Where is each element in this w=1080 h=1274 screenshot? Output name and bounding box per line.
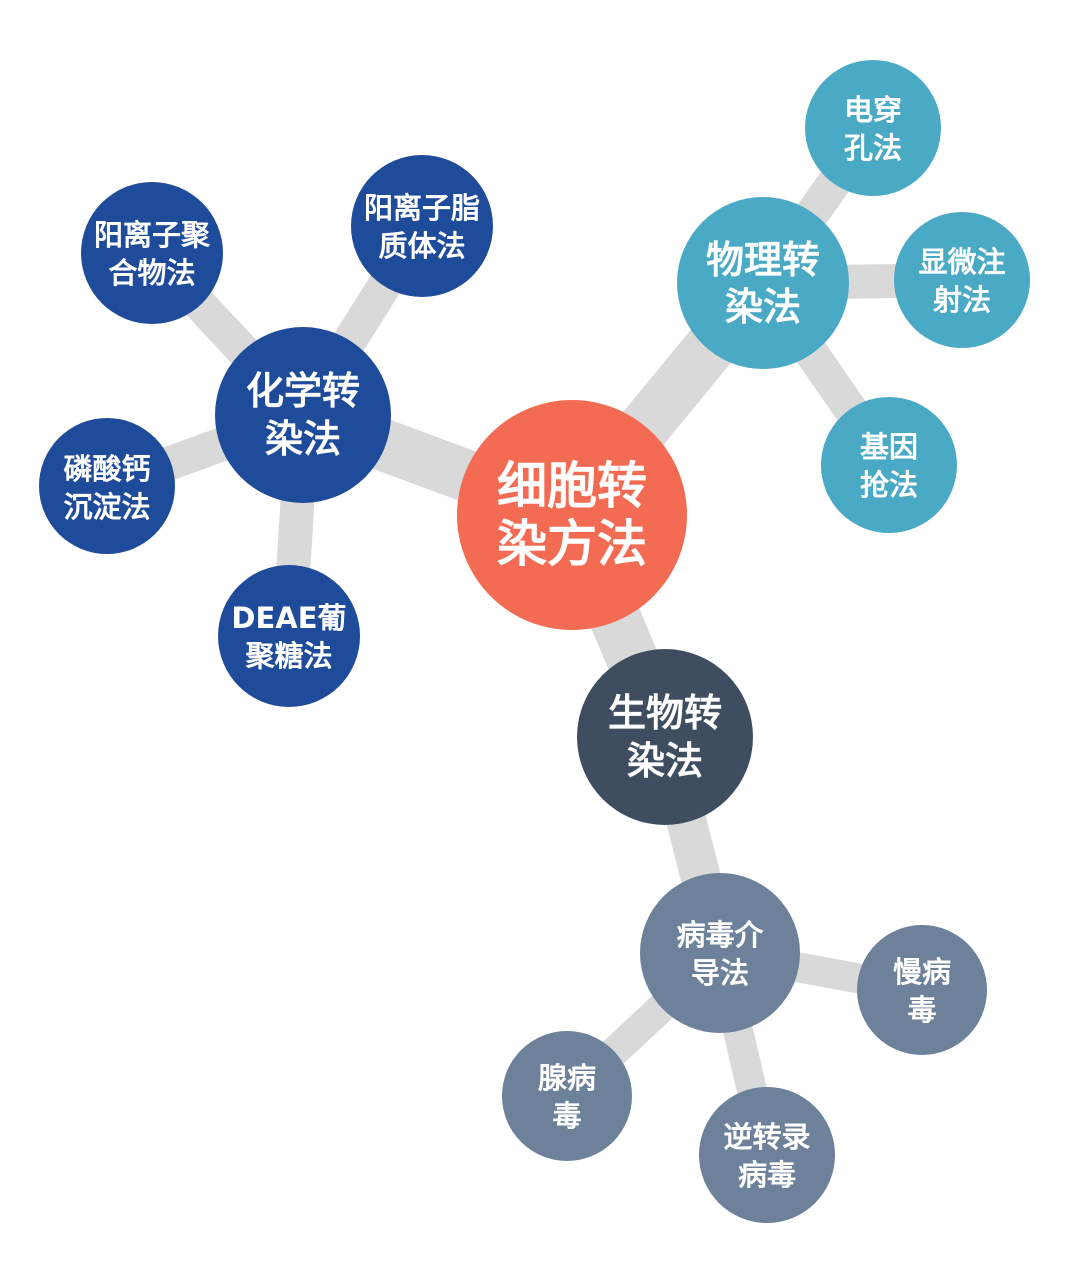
node-biological-main: 生物转 染法 bbox=[577, 649, 753, 825]
node-chemical-main-label-2: 染法 bbox=[265, 417, 341, 461]
node-deae-dextran-label-2: 聚糖法 bbox=[244, 639, 332, 673]
node-biological-main-label-2: 染法 bbox=[627, 739, 703, 783]
node-gene-gun-circle bbox=[821, 397, 957, 533]
node-cationic-liposome-label-2: 质体法 bbox=[378, 229, 465, 263]
node-cationic-liposome-label-1: 阳离子脂 bbox=[364, 191, 480, 225]
node-biological-main-label-1: 生物转 bbox=[608, 691, 722, 735]
node-viral-mediated-circle bbox=[640, 873, 800, 1033]
node-electroporation-label-2: 孔法 bbox=[844, 131, 902, 165]
node-viral-mediated: 病毒介 导法 bbox=[640, 873, 800, 1033]
node-calcium-phosphate: 磷酸钙 沉淀法 bbox=[39, 418, 175, 554]
node-gene-gun-label-2: 抢法 bbox=[860, 468, 918, 502]
node-calcium-phosphate-label-2: 沉淀法 bbox=[63, 490, 150, 524]
node-retrovirus-circle bbox=[699, 1087, 835, 1223]
node-retrovirus-label-2: 病毒 bbox=[738, 1158, 796, 1192]
node-adenovirus-label-1: 腺病 bbox=[538, 1061, 596, 1095]
node-electroporation: 电穿 孔法 bbox=[805, 60, 941, 196]
node-cationic-polymer-label-2: 合物法 bbox=[108, 256, 195, 290]
node-physical-main-circle bbox=[677, 197, 849, 369]
node-viral-mediated-label-2: 导法 bbox=[691, 956, 749, 990]
node-retrovirus: 逆转录 病毒 bbox=[699, 1087, 835, 1223]
node-adenovirus-circle bbox=[502, 1031, 632, 1161]
node-viral-mediated-label-1: 病毒介 bbox=[676, 918, 764, 952]
node-lentivirus-label-1: 慢病 bbox=[893, 955, 951, 989]
node-physical-main-label-2: 染法 bbox=[725, 285, 801, 329]
node-root-circle bbox=[457, 400, 687, 630]
node-gene-gun: 基因 抢法 bbox=[821, 397, 957, 533]
node-lentivirus-circle bbox=[857, 925, 987, 1055]
node-cationic-polymer-circle bbox=[81, 182, 223, 324]
node-adenovirus-label-2: 毒 bbox=[552, 1099, 581, 1133]
node-root-label-2: 染方法 bbox=[497, 515, 647, 573]
node-cationic-polymer-label-1: 阳离子聚 bbox=[94, 218, 211, 252]
node-deae-dextran-circle bbox=[218, 565, 360, 707]
node-retrovirus-label-1: 逆转录 bbox=[723, 1120, 810, 1154]
node-deae-dextran-label-1: DEAE葡 bbox=[231, 601, 346, 635]
node-root-label-1: 细胞转 bbox=[497, 457, 647, 515]
node-root: 细胞转 染方法 bbox=[457, 400, 687, 630]
node-microinjection-label-2: 射法 bbox=[932, 283, 991, 317]
node-gene-gun-label-1: 基因 bbox=[860, 430, 918, 464]
node-physical-main: 物理转 染法 bbox=[677, 197, 849, 369]
node-biological-main-circle bbox=[577, 649, 753, 825]
node-electroporation-label-1: 电穿 bbox=[844, 93, 902, 127]
node-cationic-liposome-circle bbox=[351, 155, 493, 297]
node-lentivirus-label-2: 毒 bbox=[907, 993, 936, 1027]
node-deae-dextran: DEAE葡 聚糖法 bbox=[218, 565, 360, 707]
node-lentivirus: 慢病 毒 bbox=[857, 925, 987, 1055]
node-microinjection: 显微注 射法 bbox=[894, 212, 1030, 348]
node-calcium-phosphate-circle bbox=[39, 418, 175, 554]
node-chemical-main-label-1: 化学转 bbox=[246, 369, 360, 413]
node-calcium-phosphate-label-1: 磷酸钙 bbox=[63, 452, 150, 486]
node-microinjection-label-1: 显微注 bbox=[918, 245, 1005, 279]
node-electroporation-circle bbox=[805, 60, 941, 196]
node-microinjection-circle bbox=[894, 212, 1030, 348]
node-cationic-liposome: 阳离子脂 质体法 bbox=[351, 155, 493, 297]
node-physical-main-label-1: 物理转 bbox=[706, 238, 820, 282]
node-cationic-polymer: 阳离子聚 合物法 bbox=[81, 182, 223, 324]
node-chemical-main-circle bbox=[215, 327, 391, 503]
node-adenovirus: 腺病 毒 bbox=[502, 1031, 632, 1161]
node-chemical-main: 化学转 染法 bbox=[215, 327, 391, 503]
